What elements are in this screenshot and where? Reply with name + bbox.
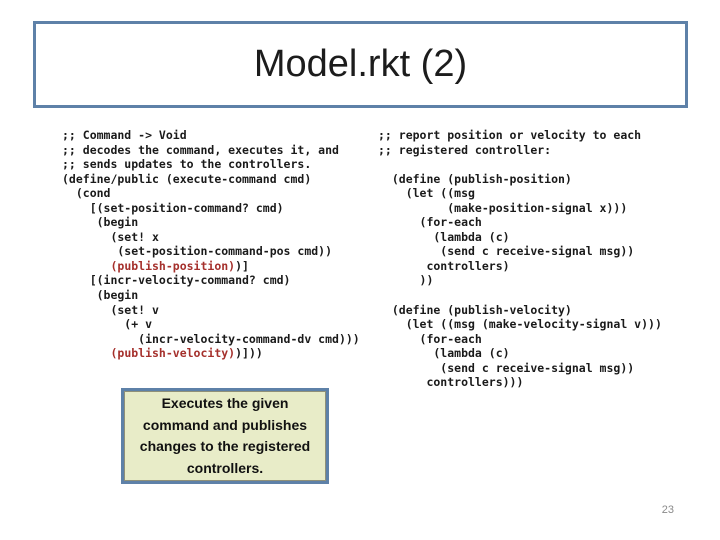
code-text: (lambda (c) xyxy=(378,229,510,244)
code-line: (send c receive-signal msg)) xyxy=(378,244,662,259)
code-text: ;; report position or velocity to each xyxy=(378,128,642,142)
code-line: ;; registered controller: xyxy=(378,143,662,158)
code-text: (let ((msg xyxy=(378,186,475,201)
code-text: (let ((msg (make-velocity-signal v))) xyxy=(378,317,662,332)
code-line: ;; report position or velocity to each xyxy=(378,128,662,143)
code-line: (make-position-signal x))) xyxy=(378,201,662,216)
callout-line: command and publishes xyxy=(142,416,308,433)
code-line: ;; decodes the command, executes it, and xyxy=(62,143,360,158)
code-line: (+ v xyxy=(62,317,360,332)
code-text: (set-position-command-pos cmd)) xyxy=(62,244,333,259)
slide-title-box: Model.rkt (2) xyxy=(33,21,688,108)
code-line: (for-each xyxy=(378,332,662,347)
code-block-execute-command: ;; Command -> Void;; decodes the command… xyxy=(62,128,360,361)
code-highlight: (publish-velocity) xyxy=(110,346,236,361)
code-text: [(incr-velocity-command? cmd) xyxy=(62,273,291,288)
code-line: (publish-position))] xyxy=(62,259,360,274)
code-line: (begin xyxy=(62,215,360,230)
code-text xyxy=(62,259,110,273)
code-line: ;; sends updates to the controllers. xyxy=(62,157,360,172)
code-text: (set! x xyxy=(62,229,159,244)
code-line: (lambda (c) xyxy=(378,230,662,245)
code-line xyxy=(378,157,662,172)
code-text: )] xyxy=(235,258,249,273)
callout-line: controllers. xyxy=(186,459,264,476)
code-text: ;; Command -> Void xyxy=(62,128,187,142)
code-text: (incr-velocity-command-dv cmd))) xyxy=(62,331,360,346)
code-line: (set! x xyxy=(62,230,360,245)
slide-title: Model.rkt (2) xyxy=(253,43,468,85)
code-text: (send c receive-signal msg)) xyxy=(378,360,635,375)
code-line: (set! v xyxy=(62,303,360,318)
code-text: (cond xyxy=(62,186,111,201)
code-line: (publish-velocity))])) xyxy=(62,346,360,361)
code-text: (+ v xyxy=(62,317,153,332)
code-text: (for-each xyxy=(378,215,482,230)
code-line: (begin xyxy=(62,288,360,303)
code-line: (incr-velocity-command-dv cmd))) xyxy=(62,332,360,347)
code-text: (define/public (execute-command cmd) xyxy=(62,171,312,186)
code-line: controllers) xyxy=(378,259,662,274)
code-text: (make-position-signal x))) xyxy=(378,200,628,215)
code-text: (set! v xyxy=(62,302,159,317)
callout-box: Executes the given command and publishes… xyxy=(121,388,329,484)
code-text: (begin xyxy=(62,288,139,303)
code-line: [(incr-velocity-command? cmd) xyxy=(62,273,360,288)
code-highlight: (publish-position) xyxy=(110,258,236,273)
code-line: (lambda (c) xyxy=(378,346,662,361)
code-text: (send c receive-signal msg)) xyxy=(378,244,635,259)
code-line: ;; Command -> Void xyxy=(62,128,360,143)
code-text: controllers))) xyxy=(378,375,524,390)
code-line: (define (publish-position) xyxy=(378,172,662,187)
code-text: ;; decodes the command, executes it, and xyxy=(62,142,339,157)
code-block-publish-functions: ;; report position or velocity to each;;… xyxy=(378,128,662,390)
code-text: (define (publish-position) xyxy=(378,171,572,186)
code-line: (let ((msg (make-velocity-signal v))) xyxy=(378,317,662,332)
code-text: (define (publish-velocity) xyxy=(378,302,572,317)
code-line: (let ((msg xyxy=(378,186,662,201)
page-number: 23 xyxy=(661,504,674,516)
code-text: controllers) xyxy=(378,258,510,273)
code-text: (for-each xyxy=(378,331,482,346)
code-text xyxy=(62,346,110,360)
code-text: (begin xyxy=(62,215,139,230)
callout-line: Executes the given xyxy=(161,395,289,411)
code-line: (for-each xyxy=(378,215,662,230)
code-text: )])) xyxy=(235,346,263,361)
code-text: ;; sends updates to the controllers. xyxy=(62,157,312,172)
code-line: (define (publish-velocity) xyxy=(378,303,662,318)
code-text: ;; registered controller: xyxy=(378,142,552,157)
code-line: (define/public (execute-command cmd) xyxy=(62,172,360,187)
code-line: )) xyxy=(378,273,662,288)
code-line: (set-position-command-pos cmd)) xyxy=(62,244,360,259)
code-line: (send c receive-signal msg)) xyxy=(378,361,662,376)
code-text: )) xyxy=(378,273,434,288)
code-text: (lambda (c) xyxy=(378,346,510,361)
code-line xyxy=(378,288,662,303)
code-line: [(set-position-command? cmd) xyxy=(62,201,360,216)
code-text: [(set-position-command? cmd) xyxy=(62,200,284,215)
code-line: (cond xyxy=(62,186,360,201)
code-line: controllers))) xyxy=(378,375,662,390)
callout-line: changes to the registered xyxy=(139,438,311,454)
